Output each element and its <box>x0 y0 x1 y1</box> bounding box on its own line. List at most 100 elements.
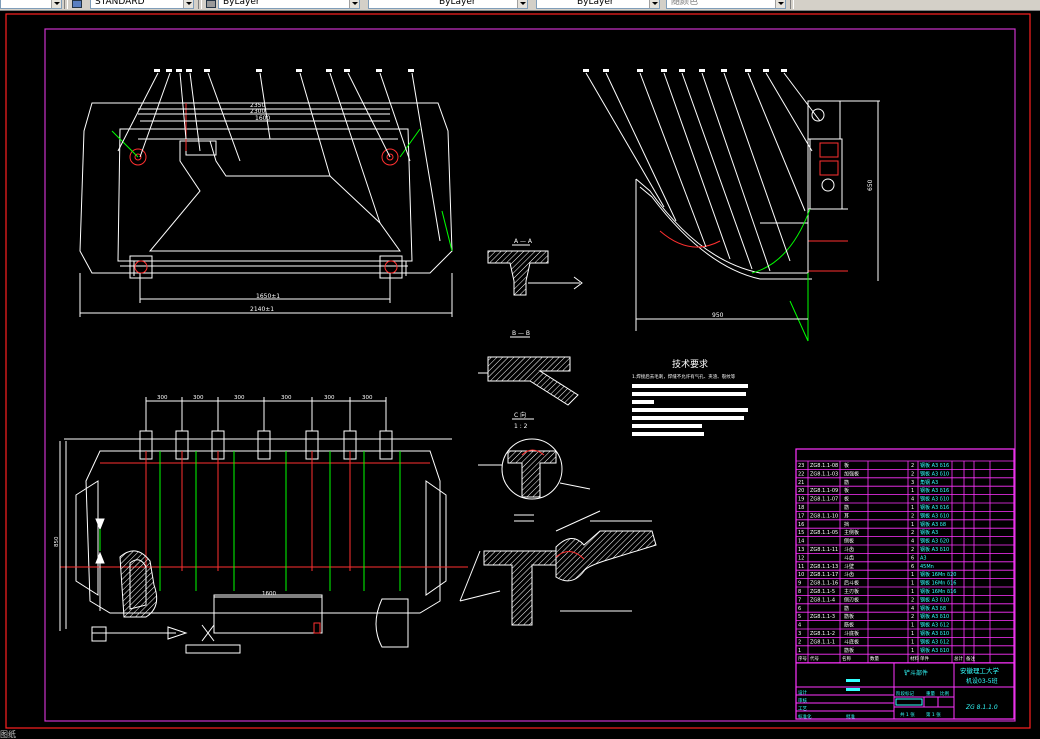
bom-cell: 钢板 A3 δ16 <box>920 487 949 494</box>
section-details <box>459 244 657 626</box>
text-style-icon[interactable] <box>72 0 82 8</box>
tech-line-6 <box>632 416 744 420</box>
dim-top-w3: 1600 <box>255 115 270 122</box>
tech-line-2 <box>632 384 748 388</box>
chevron-down-icon[interactable] <box>517 0 527 8</box>
dim-plan-w: 1600 <box>262 591 276 597</box>
bom-cell: ZG8.1.1-1 <box>810 639 835 645</box>
bom-cell: ZG8.1.1-10 <box>810 513 838 519</box>
bom-cell: 斗壁 <box>844 563 854 570</box>
bom-cell: 2 <box>798 639 801 645</box>
chevron-down-icon[interactable] <box>349 0 359 8</box>
text-style-combo[interactable]: STANDARD <box>90 0 194 9</box>
tooth-pitch-2: 300 <box>193 395 204 401</box>
tech-requirements: 技术要求 1.焊接后去毛刺，焊缝不允许有气孔、夹渣、裂纹等 <box>632 358 748 436</box>
tech-line-4 <box>632 400 654 404</box>
tech-line-1: 1.焊接后去毛刺，焊缝不允许有气孔、夹渣、裂纹等 <box>632 373 736 380</box>
bom-header-cell: 总计 <box>954 655 963 662</box>
color-combo[interactable]: ByLayer <box>218 0 360 9</box>
school-name: 安徽理工大学 <box>960 666 1000 675</box>
tech-line-5 <box>632 408 748 412</box>
plan-view <box>59 397 468 654</box>
bom-cell: 2 <box>911 530 914 536</box>
bom-cell: 钢板 A3 δ12 <box>920 622 949 629</box>
bom-cell: 12 <box>798 555 804 561</box>
bom-cell: 挡 <box>844 521 849 528</box>
side-view-dims: 950 650 <box>712 179 874 319</box>
bom-cell: 钢板 A3 δ10 <box>920 596 949 603</box>
bom-cell: 板 <box>844 462 849 469</box>
bom-cell: 钢板 A3 δ12 <box>920 638 949 645</box>
bom-header-cell: 代号 <box>810 655 819 662</box>
bom-cell: 钢板 A3 δ16 <box>920 462 949 469</box>
bom-cell: 筋板 <box>844 613 854 620</box>
chevron-down-icon[interactable] <box>649 0 659 8</box>
bom-cell: 筋 <box>844 504 849 511</box>
bom-header-cell: 序号 <box>798 655 807 662</box>
bom-cell: 角钢 A3 <box>920 479 938 486</box>
bom-cell: 4 <box>798 623 801 629</box>
layer-combo[interactable] <box>0 0 62 9</box>
bom-cell: ZG8.1.1-03 <box>810 471 838 477</box>
bom-cell: 1 <box>911 589 914 595</box>
bom-cell: 钢板 A3 δ10 <box>920 512 949 519</box>
section-c-label: C 向 <box>514 411 526 419</box>
bom-cell: ZG8.1.1-16 <box>810 581 838 587</box>
bom-cell: 主侧板 <box>844 529 859 536</box>
bom-cell: 14 <box>798 539 804 545</box>
command-line[interactable]: 图纸 <box>0 731 1040 739</box>
bom-cell: ZG8.1.1-4 <box>810 597 835 603</box>
bom-cell: 斗齿 <box>844 555 854 561</box>
bom-cell: 4 <box>911 497 914 503</box>
plan-view-dims: 300 300 300 300 300 300 1600 850 <box>54 395 373 597</box>
tech-line-8 <box>632 432 704 436</box>
bom-cell: 钢板 A3 <box>920 529 938 536</box>
bom-cell: 2 <box>911 463 914 469</box>
bom-cell: 21 <box>798 480 804 486</box>
bom-cell: A3 <box>920 555 927 561</box>
bom-cell: 钢板 A3 δ8 <box>920 605 946 612</box>
linetype-combo[interactable]: ByLayer <box>368 0 528 9</box>
bom-cell: 8 <box>798 589 801 595</box>
bom-cell: 1 <box>798 648 801 654</box>
layer-state-icon[interactable] <box>206 0 216 8</box>
bom-header-cell: 单件 <box>920 655 929 662</box>
bom-cell: 3 <box>911 480 914 486</box>
bom-cell: 11 <box>798 564 804 570</box>
tooth-pitch-3: 300 <box>234 395 245 401</box>
bom-cell: ZG8.1.1-3 <box>810 614 835 620</box>
bom-cell: 2 <box>911 471 914 477</box>
tooth-pitch-1: 300 <box>157 395 168 401</box>
chevron-down-icon[interactable] <box>183 0 193 8</box>
bom-cell: 6 <box>911 564 914 570</box>
class-name: 机设03-5班 <box>966 677 998 685</box>
bom-cell: 45Mn <box>920 564 934 570</box>
lineweight-combo[interactable]: ByLayer <box>536 0 660 9</box>
dim-height: 850 <box>54 536 60 547</box>
title-block: 铲斗部件 安徽理工大学 机设03-5班 ZG 8.1.1.0 阶段标记 重量 比… <box>796 662 1014 720</box>
chevron-down-icon[interactable] <box>51 0 61 8</box>
bom-cell: 1 <box>911 572 914 578</box>
bom-cell: 斗齿 <box>844 572 854 578</box>
section-labels: A — A B — B C 向 1 : 2 <box>512 238 533 430</box>
part-name: 铲斗部件 <box>904 669 928 677</box>
bom-cell: 后斗板 <box>844 580 859 587</box>
approved-label: 批准 <box>846 713 855 720</box>
plotstyle-combo[interactable]: 随颜色 <box>666 0 786 9</box>
bom-cell: 1 <box>911 581 914 587</box>
bom-cell: 1 <box>911 522 914 528</box>
bom-cell: 钢板 A3 δ10 <box>920 647 949 654</box>
tooth-dim-ticks <box>145 397 387 431</box>
chevron-down-icon[interactable] <box>775 0 785 8</box>
tech-title: 技术要求 <box>672 358 708 370</box>
bom-cell: 钢板 A3 δ8 <box>920 521 946 528</box>
tooth-pitch-4: 300 <box>281 395 292 401</box>
tech-line-7 <box>632 424 702 428</box>
bom-cell: ZG8.1.1-07 <box>810 497 838 503</box>
bom-cell: 筋 <box>844 479 849 486</box>
drawing-canvas[interactable]: 2350 2300 1600 1650±1 2140±1 <box>0 11 1040 731</box>
bom-cell: 斗底板 <box>844 638 859 645</box>
bom-cell: 13 <box>798 547 804 553</box>
bom-header-cell: 数量 <box>870 655 879 662</box>
sheet-total: 共 1 张 <box>900 711 915 718</box>
